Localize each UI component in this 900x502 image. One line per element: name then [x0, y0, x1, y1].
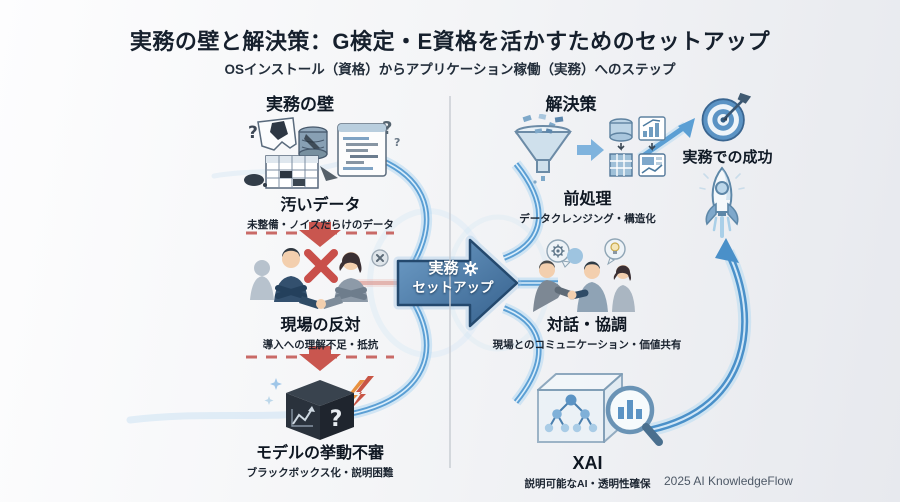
setup-arrow-text-2: セットアップ [412, 279, 494, 295]
item-label: 現場の反対 [280, 317, 361, 334]
item-sublabel: データクレンジング・構造化 [519, 213, 656, 225]
goal-label: 実務での成功 [682, 149, 773, 166]
opposition-icon [249, 248, 389, 309]
page-subtitle: OSインストール（資格）からアプリケーション稼働（実務）へのステップ [224, 62, 676, 77]
item-label: 前処理 [563, 191, 612, 208]
watermark: 2025 AI KnowledgeFlow [664, 474, 793, 488]
rocket-icon [699, 166, 745, 238]
setup-arrow-label: 実務 セットアップ [396, 259, 510, 296]
barrier-item-black-box: ? モデルの挙動不審 ブラックボックス化・説明困難 [240, 366, 400, 480]
diverging-flow-top [501, 160, 545, 264]
diverging-flow-bottom [501, 302, 545, 406]
gear-icon [462, 261, 478, 277]
item-sublabel: 現場とのコミュニケーション・価値共有 [492, 339, 682, 351]
setup-arrow [393, 235, 522, 331]
svg-text:?: ? [394, 136, 400, 149]
barrier-separator-arrow-2 [246, 346, 394, 371]
dirty-data-icon: ? ? ? [244, 117, 400, 189]
dialogue-handshake-icon [532, 238, 635, 312]
setup-arrow-text-1: 実務 [428, 260, 459, 277]
barrier-item-dirty-data: ? ? ? [228, 114, 413, 232]
svg-text:?: ? [330, 407, 343, 432]
success-sweep-arrow [648, 238, 752, 437]
item-label: モデルの挙動不審 [255, 445, 384, 462]
barrier-item-opposition: 現場の反対 導入への理解不足・抵抗 [228, 246, 413, 352]
barrier-separator-arrow-1 [246, 222, 394, 247]
svg-text:?: ? [248, 123, 258, 143]
solution-item-xai: XAI 説明可能なAI・透明性確保 [495, 360, 680, 491]
converging-flow-bottom [348, 297, 432, 420]
svg-text:?: ? [382, 118, 392, 139]
item-label: XAI [572, 453, 603, 473]
black-box-icon: ? [264, 376, 374, 440]
funnel-preprocessing-icon [514, 114, 666, 184]
item-sublabel: 説明可能なAI・透明性確保 [524, 477, 651, 490]
target-icon [701, 92, 752, 142]
item-sublabel: 導入への理解不足・抵抗 [262, 339, 379, 351]
solution-item-preprocessing: 前処理 データクレンジング・構造化 [490, 114, 685, 226]
item-sublabel: 未整備・ノイズだらけのデータ [247, 219, 394, 231]
item-label: 対話・協調 [546, 317, 627, 334]
column-divider [449, 96, 451, 468]
item-label: 汚いデータ [280, 197, 361, 214]
xai-cube-magnifier-icon [536, 373, 663, 446]
item-sublabel: ブラックボックス化・説明困難 [246, 467, 394, 479]
solution-item-dialogue: 対話・協調 現場とのコミュニケーション・価値共有 [482, 238, 692, 352]
left-column-header: 実務の壁 [266, 95, 334, 114]
page-title: 実務の壁と解決策：G検定・E資格を活かすためのセットアップ [129, 29, 771, 54]
right-column-header: 解決策 [545, 95, 597, 114]
